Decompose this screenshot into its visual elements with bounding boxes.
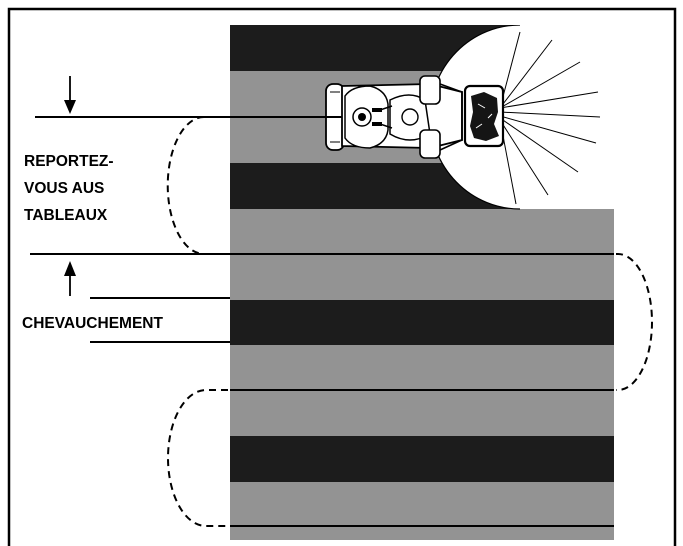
report-label-line-1: REPORTEZ-: [24, 153, 114, 170]
stripe-dark: [230, 300, 614, 345]
turn-path-left-bottom: [167, 389, 228, 527]
report-label-line-2: VOUS AUS: [24, 180, 104, 197]
report-label-line-3: TABLEAUX: [24, 207, 108, 224]
guide-lines: [30, 116, 614, 527]
turn-path-left-top: [166, 116, 228, 255]
headlight-beam-icon: [429, 25, 614, 210]
stripe-light: [230, 482, 614, 540]
frame-border: [7, 7, 677, 546]
dashed-turn-path-icon: [166, 116, 653, 527]
stripe-dark: [230, 436, 614, 482]
turn-path-right: [616, 253, 653, 391]
ride-on-mower-icon: [325, 75, 505, 159]
measurement-arrow-icon: [64, 76, 76, 296]
overlap-label: CHEVAUCHEMENT: [22, 315, 163, 332]
